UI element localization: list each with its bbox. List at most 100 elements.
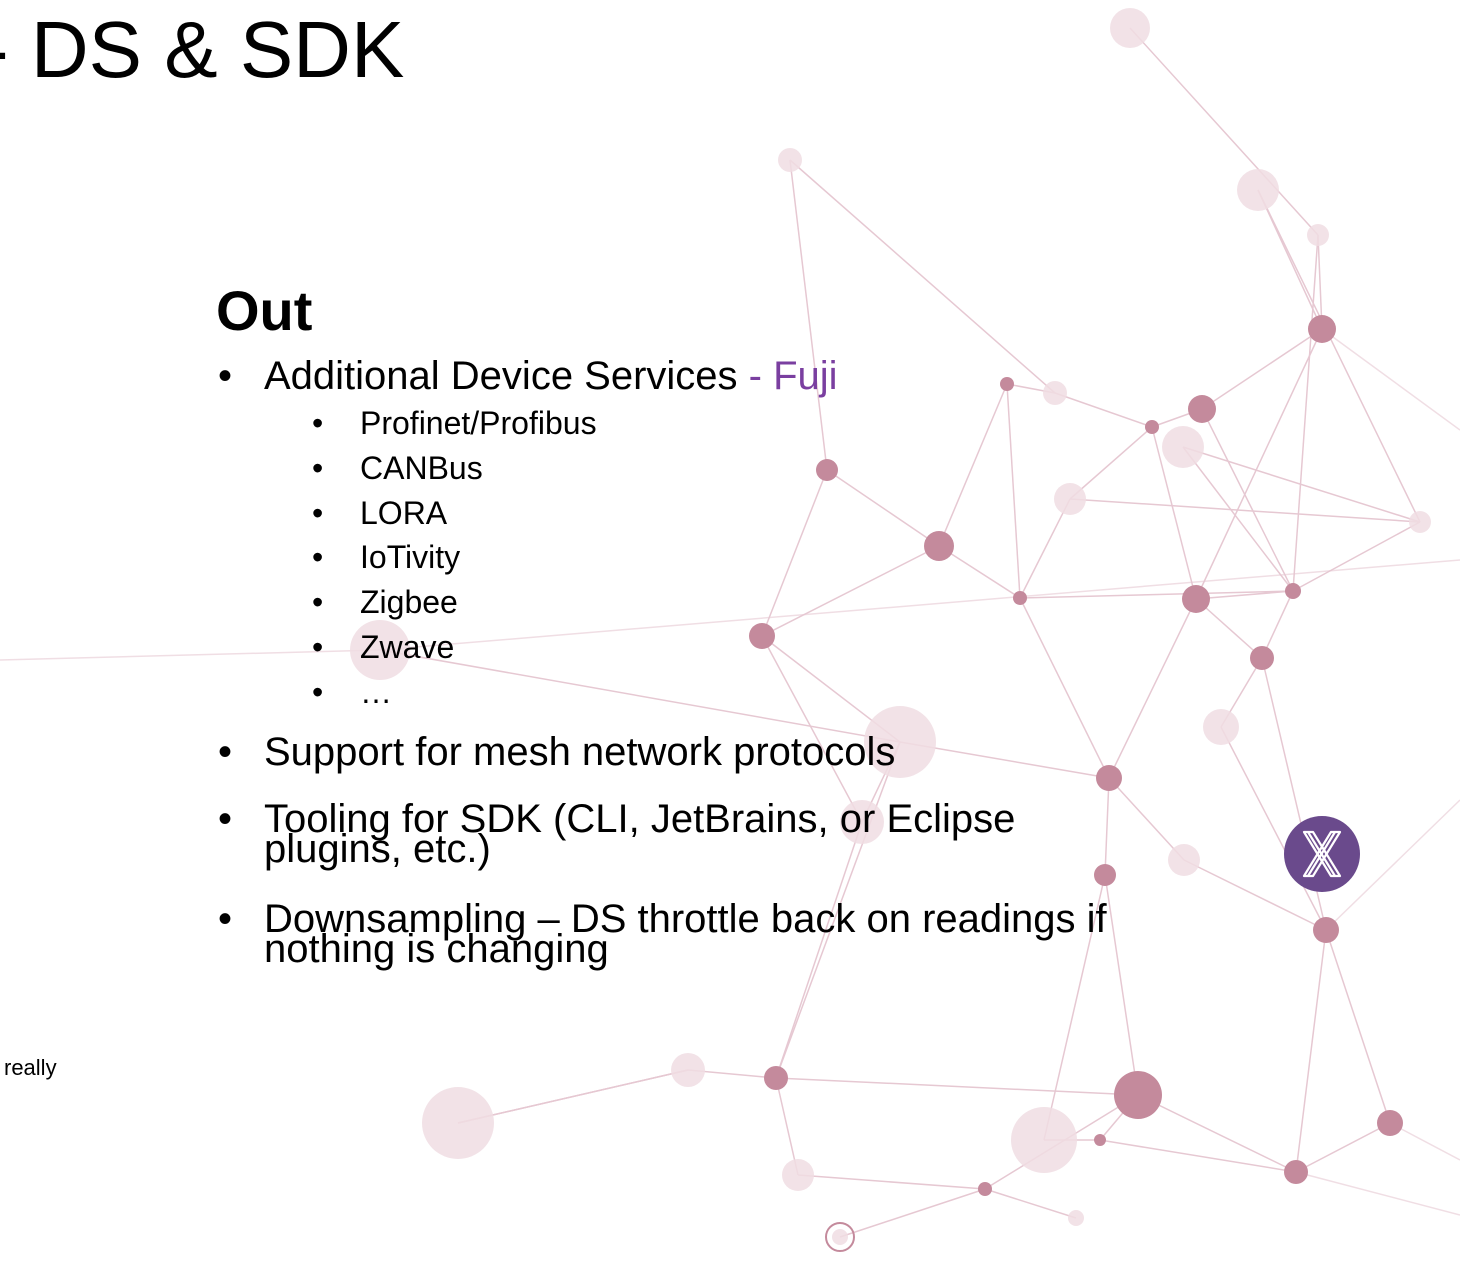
bullet-line: plugins, etc.) [264,827,491,871]
network-edge [1257,189,1421,523]
network-edge [1019,498,1071,599]
sub-bullet-canbus: • CANBus [312,449,483,487]
x-logo-icon [1284,816,1360,892]
sub-bullet-zwave: • Zwave [312,628,455,666]
network-node [1377,1110,1403,1136]
network-edge [1129,27,1319,236]
network-node [749,623,775,649]
network-node [671,1053,705,1087]
network-edge [761,545,940,637]
bullet-downsampling: • Downsampling – DS throttle back on rea… [218,899,1107,971]
network-edge [775,821,863,1079]
network-node [422,1087,494,1159]
network-node [1162,426,1204,468]
network-node [1043,381,1067,405]
network-node [1096,765,1122,791]
network-node [1285,583,1301,599]
network-edge [1325,929,1391,1124]
network-edge [1261,590,1294,659]
network-node-ring [825,1222,855,1252]
network-edge [1043,874,1106,1141]
network-edge [789,159,1056,394]
network-node [350,620,410,680]
network-edge [1054,392,1153,428]
network-edge [457,1069,689,1124]
network-node [1188,395,1216,423]
network-node [1110,8,1150,48]
network-edge [1325,799,1460,931]
bullet-dot: • [312,674,324,710]
network-edge [1019,597,1110,779]
network-edge [761,469,828,637]
network-node [1308,315,1336,343]
slide-title: - DS & SDK [0,5,405,94]
network-edge [775,1077,799,1176]
network-edge [761,635,863,823]
section-heading: Out [216,279,313,342]
bullet-dot: • [312,405,324,441]
network-node [782,1159,814,1191]
network-node [924,531,954,561]
network-edge [1295,929,1327,1173]
network-edge [1195,590,1294,600]
network-edge [1317,234,1323,330]
bullet-line: Tooling for SDK (CLI, JetBrains, or Ecli… [264,797,1016,841]
network-node [832,1229,848,1245]
network-edge [1104,777,1110,876]
network-node [978,1182,992,1196]
network-node [1250,646,1274,670]
network-edge [1389,1122,1460,1161]
network-edge [797,1174,986,1190]
bullet-line: nothing is changing [264,927,609,971]
network-edge [789,159,828,471]
sub-bullet-text: IoTivity [360,539,461,575]
sub-bullet-iotivity: • IoTivity [312,538,461,576]
network-edge [1151,426,1197,600]
network-edge [984,1188,1077,1219]
network-node [778,148,802,172]
network-edge [1321,328,1460,431]
network-node [1409,511,1431,533]
network-edge [379,649,901,743]
network-node [1307,224,1329,246]
bullet-dot: • [312,495,324,531]
bullet-device-services: • Additional Device Services - Fuji [218,354,838,398]
network-node [1182,585,1210,613]
bullet-text: Additional Device Services [264,354,738,398]
network-node [1054,483,1086,515]
network-edge [1195,328,1323,600]
network-edge [1137,1094,1297,1173]
sub-bullet-text: Profinet/Profibus [360,405,597,441]
network-edge [1295,1122,1391,1173]
network-edge [1195,598,1263,659]
bullet-text: Support for mesh network protocols [264,730,896,774]
network-node [1000,377,1014,391]
network-edge [1292,521,1421,592]
network-edge [1069,498,1421,523]
network-edge [1006,383,1021,599]
network-edge [0,649,381,661]
network-node [1011,1107,1077,1173]
network-node [1094,864,1116,886]
network-edge [1019,590,1294,599]
sub-bullet-text: CANBus [360,450,483,486]
network-edge [1108,598,1197,779]
bullet-dot: • [218,897,233,941]
network-edge [1182,446,1421,523]
network-edge [1201,328,1323,410]
network-edge [379,559,1460,651]
network-node [1313,917,1339,943]
network-node [840,800,884,844]
sub-bullet-profinet: • Profinet/Profibus [312,404,597,442]
network-edge [1069,426,1153,500]
network-node [1284,1160,1308,1184]
network-node [816,459,838,481]
sub-bullet-text: Zigbee [360,584,458,620]
network-node [864,706,936,778]
sub-bullet-lora: • LORA [312,494,447,532]
network-node [1013,591,1027,605]
sub-bullet-text: Zwave [360,629,455,665]
network-node [1068,1210,1084,1226]
network-node [1237,169,1279,211]
